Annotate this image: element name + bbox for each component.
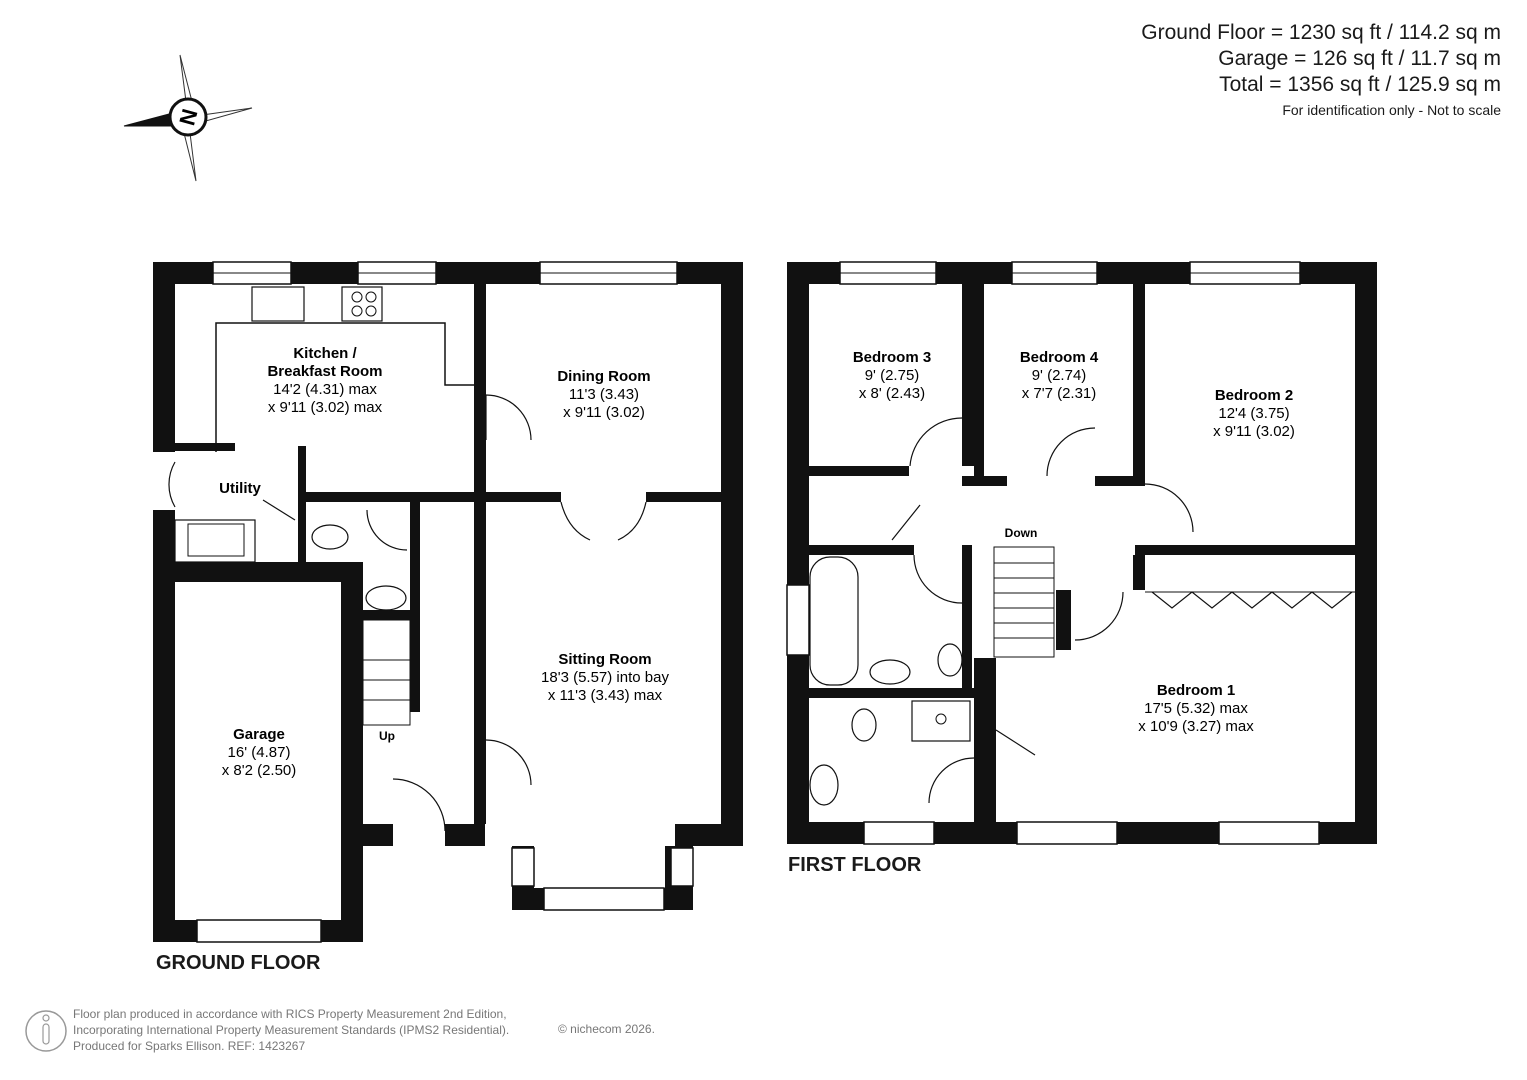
dining-dim-2: x 9'11 (3.02): [563, 404, 645, 421]
bedroom2-dim-2: x 9'11 (3.02): [1213, 423, 1295, 440]
kitchen-label: Kitchen /: [293, 345, 357, 362]
stairs-down-label: Down: [1005, 526, 1038, 540]
kitchen-dim-2: x 9'11 (3.02) max: [268, 399, 383, 416]
person-icon: [25, 1010, 67, 1052]
bedroom1-dim-1: 17'5 (5.32) max: [1144, 700, 1248, 717]
ground-floor-plan: Kitchen / Breakfast Room 14'2 (4.31) max…: [153, 261, 743, 943]
bedroom4-dim-1: 9' (2.74): [1032, 367, 1087, 384]
bedroom4-label: Bedroom 4: [1020, 349, 1099, 366]
garage-label: Garage: [233, 726, 285, 743]
scale-note: For identification only - Not to scale: [1282, 102, 1501, 118]
compass-letter: N: [174, 106, 202, 128]
copyright: © nichecom 2026.: [558, 1022, 655, 1036]
bedroom1-label: Bedroom 1: [1157, 682, 1235, 699]
footer-line-3: Produced for Sparks Ellison. REF: 142326…: [73, 1039, 306, 1053]
bedroom1-dim-2: x 10'9 (3.27) max: [1138, 718, 1254, 735]
bedroom4-dim-2: x 7'7 (2.31): [1022, 385, 1097, 402]
sitting-label: Sitting Room: [558, 651, 651, 668]
stairs-up-label: Up: [379, 729, 395, 743]
dining-label: Dining Room: [557, 368, 650, 385]
footer-text: Floor plan produced in accordance with R…: [73, 1006, 509, 1054]
bedroom3-label: Bedroom 3: [853, 349, 931, 366]
area-summary: Ground Floor = 1230 sq ft / 114.2 sq m G…: [1141, 20, 1501, 118]
garage-area: Garage = 126 sq ft / 11.7 sq m: [1218, 47, 1501, 70]
ground-floor-title: GROUND FLOOR: [156, 952, 321, 974]
bedroom2-label: Bedroom 2: [1215, 387, 1293, 404]
footer-line-2: Incorporating International Property Mea…: [73, 1023, 510, 1037]
kitchen-dim-1: 14'2 (4.31) max: [273, 381, 377, 398]
bedroom2-dim-1: 12'4 (3.75): [1218, 405, 1289, 422]
footer-line-1: Floor plan produced in accordance with R…: [73, 1007, 507, 1021]
utility-label: Utility: [219, 480, 261, 497]
garage-dim-1: 16' (4.87): [228, 744, 291, 761]
garage-dim-2: x 8'2 (2.50): [222, 762, 297, 779]
kitchen-label-2: Breakfast Room: [267, 363, 382, 380]
sitting-dim-2: x 11'3 (3.43) max: [548, 687, 663, 704]
bedroom3-dim-2: x 8' (2.43): [859, 385, 925, 402]
sitting-dim-1: 18'3 (5.57) into bay: [541, 669, 669, 686]
first-floor-plan: Bedroom 3 9' (2.75) x 8' (2.43) Bedroom …: [786, 261, 1377, 845]
bedroom3-dim-1: 9' (2.75): [865, 367, 920, 384]
dining-dim-1: 11'3 (3.43): [569, 386, 639, 403]
ground-floor-area: Ground Floor = 1230 sq ft / 114.2 sq m: [1141, 21, 1501, 44]
total-area: Total = 1356 sq ft / 125.9 sq m: [1219, 73, 1501, 96]
first-floor-title: FIRST FLOOR: [788, 854, 922, 876]
compass-icon: N: [123, 54, 253, 182]
